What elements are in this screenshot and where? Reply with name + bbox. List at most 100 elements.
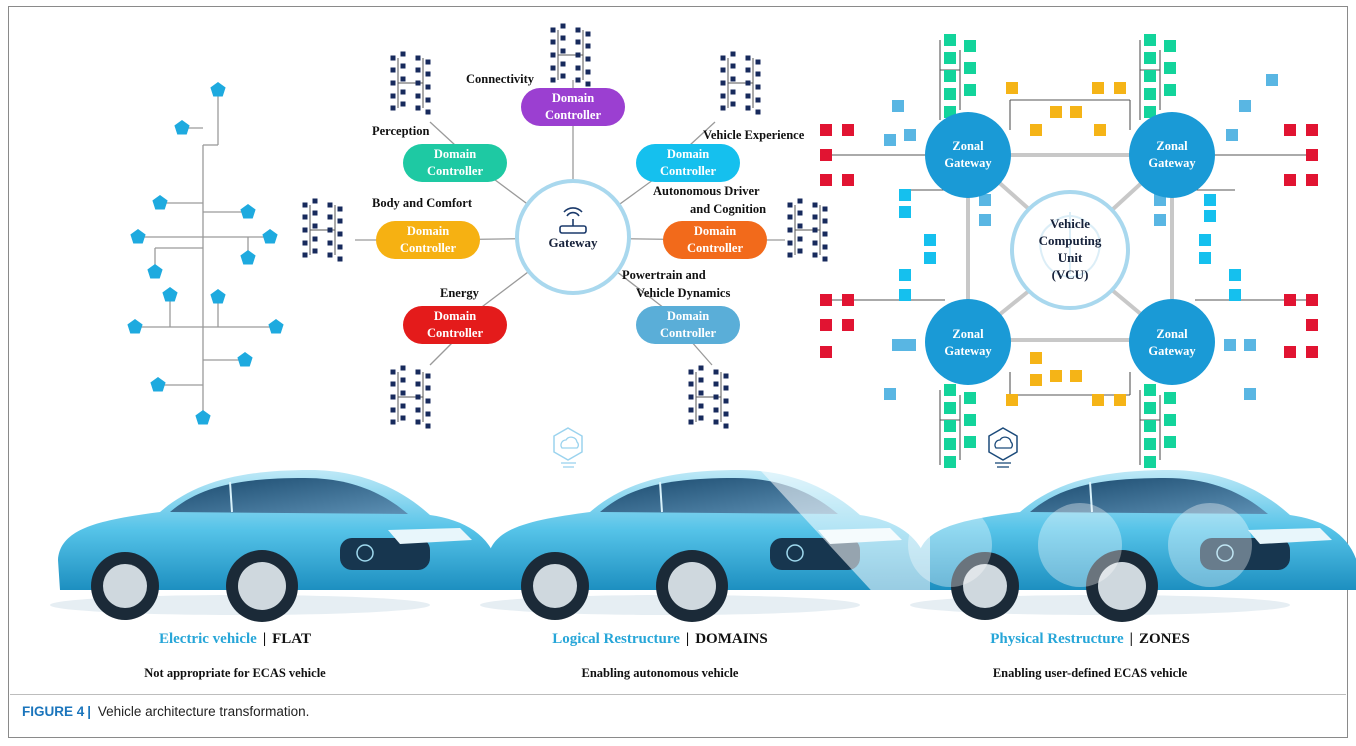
zone-ecu-72 [892,339,904,351]
label-body-comfort: Body and Comfort [372,196,473,210]
zone-ecu-87 [924,252,936,264]
zone-ecu-36 [1092,82,1104,94]
zone-ecu-8 [1144,34,1156,46]
zone-ecu-39 [1006,394,1018,406]
caption-divider [10,694,1346,695]
cloud-hexagon-icon-dark [988,427,1018,468]
label-autonomous-line2: and Cognition [690,202,767,216]
zone-ecu-14 [1164,62,1176,74]
zone-ecu-86 [924,234,936,246]
zone-ecu-49 [820,174,832,186]
zone-ecu-62 [1306,294,1318,306]
label-autonomous-line1: Autonomous Driver [653,184,760,198]
ecu-cluster-powertrain [688,365,729,429]
flat-ecu-node-11 [268,319,284,334]
zone-ecu-69 [1239,100,1251,112]
cloud-hexagon-icon [553,427,583,468]
car-zone-overlay-1 [1038,503,1122,587]
car-subtitle-flat: Not appropriate for ECAS vehicle [144,666,326,680]
zone-ecu-40 [1030,352,1042,364]
zone-ecu-74 [1224,339,1236,351]
flat-ecu-node-10 [127,319,143,334]
zone-ecu-65 [1306,346,1318,358]
zone-ecu-21 [964,392,976,404]
zone-ecu-88 [1204,194,1216,206]
zone-ecu-29 [1164,392,1176,404]
gateway-circle [515,179,631,295]
ecu-cluster-connectivity [550,23,591,87]
zone-ecu-79 [979,214,991,226]
car-title-domains: Logical Restructure|DOMAINS [552,631,768,647]
flat-ecu-node-12 [237,352,253,367]
zone-ecu-30 [1164,414,1176,426]
zone-ecu-12 [1144,106,1156,118]
zone-ecu-51 [842,294,854,306]
zone-ecu-9 [1144,52,1156,64]
zone-ecu-70 [1226,129,1238,141]
label-powertrain-line2: Vehicle Dynamics [636,286,731,300]
zone-ecu-19 [944,438,956,450]
zone-ecu-68 [884,134,896,146]
zone-ecu-45 [1030,374,1042,386]
zone-ecu-28 [1144,456,1156,468]
label-perception: Perception [372,124,430,138]
flat-ecu-node-6 [147,264,163,279]
flat-ecu-node-9 [210,289,226,304]
zone-ecu-71 [1266,74,1278,86]
zone-ecu-34 [1050,106,1062,118]
flat-ecu-node-14 [195,410,211,425]
zone-ecu-90 [1229,269,1241,281]
zone-ecu-6 [964,62,976,74]
zone-ecu-27 [1144,438,1156,450]
ecu-cluster-vehicle-experience [720,51,761,115]
flat-ecu-node-4 [130,229,146,244]
zone-ecu-2 [944,70,956,82]
label-connectivity: Connectivity [466,72,535,86]
domain-controller-energy [403,306,507,344]
car-zone-overlay-0 [908,503,992,587]
ecu-cluster-autonomous [787,198,828,262]
zone-ecu-15 [1164,84,1176,96]
zone-ecu-84 [899,269,911,281]
zone-ecu-42 [1070,370,1082,382]
zone-ecu-76 [1244,388,1256,400]
zone-ecu-56 [1284,124,1296,136]
zone-ecu-22 [964,414,976,426]
zone-ecu-85 [899,289,911,301]
label-energy: Energy [440,286,479,300]
domain-architecture [302,23,828,429]
zone-ecu-54 [842,319,854,331]
label-powertrain-line1: Powertrain and [622,268,706,282]
zone-ecu-60 [1306,174,1318,186]
zone-ecu-31 [1164,436,1176,448]
zone-ecu-83 [899,206,911,218]
zone-ecu-41 [1050,370,1062,382]
zone-ecu-73 [904,339,916,351]
zone-ecu-91 [1229,289,1241,301]
zone-ecu-81 [1154,214,1166,226]
zone-ecu-32 [1006,82,1018,94]
car-illustration-flat [50,470,498,622]
ecu-cluster-perception [390,51,431,115]
zone-ecu-78 [979,194,991,206]
zonal-gateway-top-left [925,112,1011,198]
car-subtitle-zones: Enabling user-defined ECAS vehicle [992,666,1188,680]
zonal-gateway-bottom-right [1129,299,1215,385]
caption-separator: | [87,704,92,719]
zone-ecu-77 [884,388,896,400]
figure-number: FIGURE 4 [22,704,85,719]
wifi-router-icon [559,207,587,234]
zone-ecu-1 [944,52,956,64]
flat-ecu-node-5 [262,229,278,244]
zone-ecu-93 [1199,252,1211,264]
zone-ecu-52 [820,294,832,306]
caption-text: Vehicle architecture transformation. [97,704,310,719]
zone-ecu-75 [1244,339,1256,351]
car-illustration-zones [910,470,1356,622]
